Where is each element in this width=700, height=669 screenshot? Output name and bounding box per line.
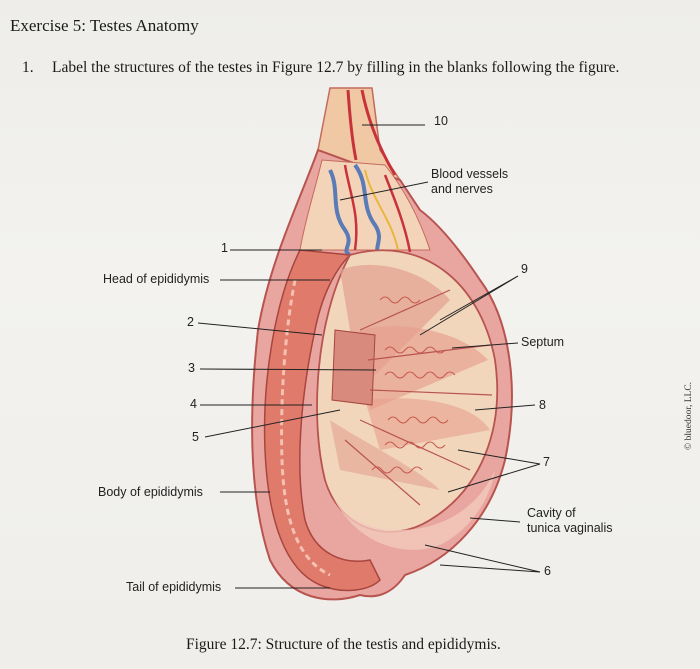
cord-blood-vessel — [360, 89, 397, 176]
label-number-5: 5 — [192, 430, 199, 444]
label-number-3: 3 — [188, 361, 195, 375]
label-head-of-epididymis: Head of epididymis — [103, 272, 210, 286]
label-number-8: 8 — [539, 398, 546, 412]
figure-caption: Figure 12.7: Structure of the testis and… — [186, 636, 501, 653]
instruction-text: Label the structures of the testes in Fi… — [52, 59, 620, 76]
rete-testis — [331, 329, 376, 406]
cord-vein — [328, 169, 352, 257]
label-cavity-line1: Cavity of — [527, 506, 576, 520]
cord-nerve — [364, 169, 399, 251]
label-cavity-line2: tunica vaginalis — [527, 521, 613, 535]
cord-artery — [383, 174, 412, 253]
cord-blood-vessel — [346, 89, 358, 161]
exercise-title: Exercise 5: Testes Anatomy — [10, 16, 199, 35]
label-blood-vessels-line1: Blood vessels — [431, 167, 509, 181]
label-cavity: Cavity of tunica vaginalis — [527, 506, 612, 536]
label-number-4: 4 — [190, 397, 197, 411]
cavity-tunica-vaginalis — [330, 470, 495, 550]
label-tail-of-epididymis: Tail of epididymis — [126, 580, 222, 594]
lobule-region — [330, 420, 440, 490]
label-septum: Septum — [521, 335, 565, 349]
label-number-10: 10 — [434, 114, 448, 128]
cord-vein — [353, 163, 382, 257]
epididymis — [263, 249, 381, 592]
leader-lines — [197, 124, 541, 589]
label-blood-vessels-line2: and nerves — [431, 182, 493, 196]
label-blood-vessels: Blood vessels and nerves — [431, 167, 508, 197]
label-number-7: 7 — [543, 455, 550, 469]
seminiferous-tubules — [371, 296, 456, 474]
label-number-1: 1 — [221, 241, 228, 255]
copyright-notice: © bluedoor, LLC. — [684, 381, 694, 450]
instruction: 1. Label the structures of the testes in … — [22, 59, 619, 77]
instruction-number: 1. — [22, 59, 34, 76]
septa — [344, 289, 493, 506]
label-number-2: 2 — [187, 315, 194, 329]
epididymis-coil — [280, 279, 331, 577]
label-number-6: 6 — [544, 564, 551, 578]
cord-artery — [343, 164, 358, 251]
label-body-of-epididymis: Body of epididymis — [98, 485, 203, 499]
label-number-9: 9 — [521, 262, 528, 276]
